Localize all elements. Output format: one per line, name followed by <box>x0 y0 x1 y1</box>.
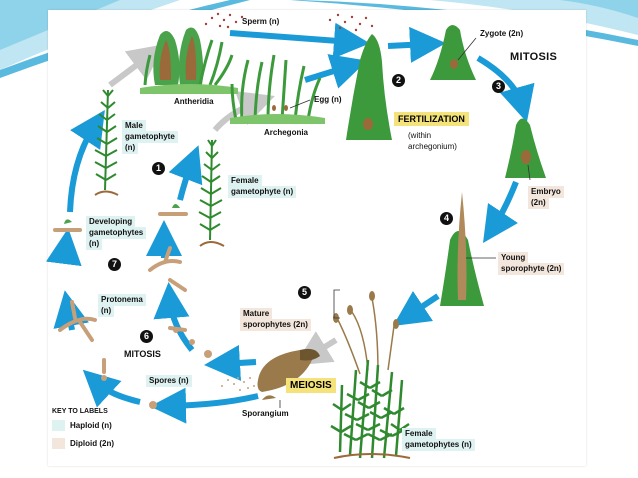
diploid-swatch <box>52 438 65 449</box>
antheridia-illustration <box>140 27 238 94</box>
meiosis-label: MEIOSIS <box>286 378 336 393</box>
female-gametophytes-cluster <box>330 359 410 459</box>
released-spores <box>221 377 255 391</box>
mature-sporophytes-label-2: sporophytes (2n) <box>240 319 311 331</box>
male-gametophyte-illustration <box>94 89 118 191</box>
sporangium-label: Sporangium <box>242 409 289 418</box>
haploid-key-label: Haploid (n) <box>70 421 112 430</box>
spores-label: Spores (n) <box>146 375 192 387</box>
key-title: KEY TO LABELS <box>52 408 108 415</box>
step-5-badge: 5 <box>298 286 311 299</box>
male-gametophyte-label-3: (n) <box>122 142 139 154</box>
zygote-label: Zygote (2n) <box>480 29 524 38</box>
step-1-badge: 1 <box>152 162 165 175</box>
young-sporophyte-label-1: Young <box>498 252 529 264</box>
young-sporophyte-label-2: sporophyte (2n) <box>498 263 565 275</box>
haploid-swatch <box>52 420 65 431</box>
embryo-label-2: (2n) <box>528 197 549 209</box>
spore-dots <box>101 327 212 409</box>
mitosis-top-label: MITOSIS <box>510 51 558 63</box>
gray-arrows <box>108 44 338 366</box>
egg-label: Egg (n) <box>314 95 342 104</box>
cycle-arrows <box>45 22 535 424</box>
developing-label-2: gametophytes <box>86 227 147 239</box>
step-2-badge: 2 <box>392 74 405 87</box>
step-4-badge: 4 <box>440 212 453 225</box>
male-gametophyte-label-2: gametophyte <box>122 131 178 143</box>
step-3-badge: 3 <box>492 80 505 93</box>
embryo-archegonium <box>505 118 546 178</box>
step-6-badge: 6 <box>140 330 153 343</box>
developing-label-3: (n) <box>86 238 103 250</box>
fertilization-sub1: (within <box>408 131 432 140</box>
zygote-archegonium <box>430 25 476 80</box>
archegonia-base <box>230 114 325 124</box>
mature-sporophytes-illustration <box>337 297 395 375</box>
antheridia-label: Antheridia <box>174 97 214 106</box>
female-gametophyte-illustration <box>198 139 223 241</box>
fertilization-sub2: archegonium) <box>408 142 457 151</box>
developing-label-1: Developing <box>86 216 136 228</box>
female-gametophyte-label-2: gametophyte (n) <box>228 186 297 198</box>
protonema-label-1: Protonema <box>98 294 146 306</box>
female-gametophytes-label-1: Female <box>402 428 436 440</box>
embryo-label-1: Embryo <box>528 186 564 198</box>
mature-sporophytes-label-1: Mature <box>240 308 273 320</box>
sperm-label: Sperm (n) <box>242 17 280 26</box>
sporangium-illustration <box>257 348 320 400</box>
sperm-dots <box>204 12 374 32</box>
female-gametophyte-label-1: Female <box>228 175 262 187</box>
archegonia-label: Archegonia <box>264 128 309 137</box>
fertilization-archegonium <box>346 34 392 140</box>
leader-lines <box>279 37 531 408</box>
fertilization-label: FERTILIZATION <box>394 112 469 126</box>
female-gametophytes-label-2: gametophytes (n) <box>402 439 475 451</box>
male-gametophyte-label-1: Male <box>122 120 146 132</box>
mitosis-left-label: MITOSIS <box>124 349 161 359</box>
step-7-badge: 7 <box>108 258 121 271</box>
diploid-key-label: Diploid (2n) <box>70 439 114 448</box>
protonema-label-2: (n) <box>98 305 115 317</box>
